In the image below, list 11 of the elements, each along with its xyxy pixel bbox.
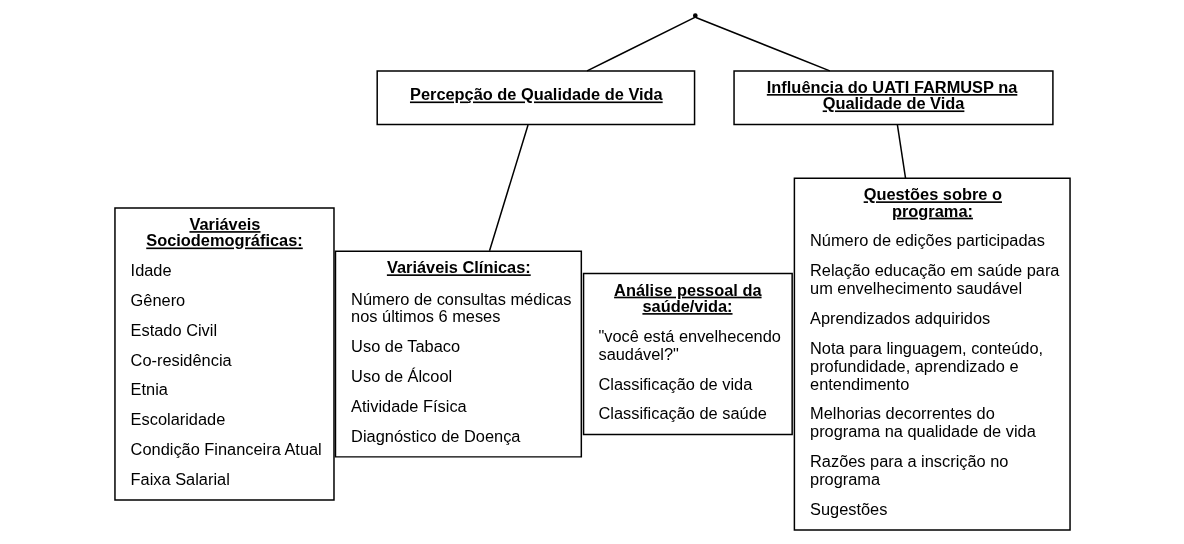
connector: [488, 124, 529, 252]
node-box: Questões sobre o programa: Número de edições participadas Relação educação em saúde para um envelhecimento saudável Aprendizados adquiridos Nota para linguagem, conteúdo, profundidade, aprendizado e entendimento Melhorias decorrentes do programa na qualidade de vida Razões para a inscrição no programa Sugestões: [793, 177, 1071, 531]
connector: [585, 16, 696, 72]
node-box: Percepção de Qualidade de Vida: [375, 70, 695, 126]
connector: [694, 16, 831, 72]
node-box: Variáveis Sociodemográficas: Idade Gênero Estado Civil Co-residência Etnia Escolaridade Condição Financeira Atual Faixa Salarial: [113, 207, 335, 501]
node-point: [692, 13, 698, 19]
node-box: Variáveis Clínicas: Número de consultas médicas nos últimos 6 meses Uso de Tabaco Uso de Álcool Atividade Física Diagnóstico de Doença: [334, 250, 582, 458]
node-box: Análise pessoal da saúde/vida: "você está envelhecendo saudável?" Classificação de vida Classificação de saúde: [582, 272, 793, 436]
connector: [896, 124, 906, 179]
node-box: Influência do UATI FARMUSP na Qualidade de Vida: [732, 70, 1054, 126]
